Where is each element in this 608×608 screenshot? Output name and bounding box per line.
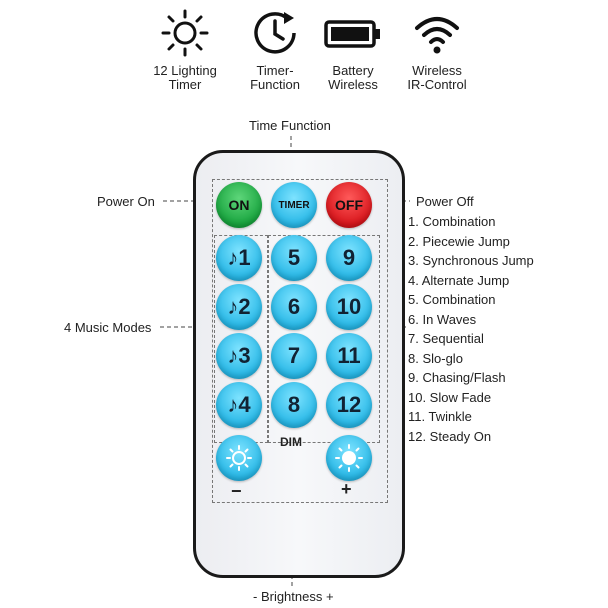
mode-6-button[interactable]: 6 — [271, 284, 317, 330]
mode-10-button[interactable]: 10 — [326, 284, 372, 330]
music-3-button[interactable]: ♪3 — [216, 333, 262, 379]
off-button[interactable]: OFF — [326, 182, 372, 228]
dim-label: DIM — [280, 435, 302, 449]
mode-5-button[interactable]: 5 — [271, 235, 317, 281]
callout-music-modes: 4 Music Modes — [64, 320, 152, 335]
music-2-button[interactable]: ♪2 — [216, 284, 262, 330]
mode-list: 1. Combination 2. Piecewie Jump 3. Synch… — [408, 212, 534, 446]
battery-icon — [324, 20, 380, 48]
feature-wireless: Wireless IR-Control — [382, 8, 492, 92]
feature-timer: Timer- Function — [220, 8, 330, 92]
sun-bright-icon — [335, 444, 363, 472]
clock-icon — [254, 12, 296, 54]
mode-7-button[interactable]: 7 — [271, 333, 317, 379]
mode-item: 11. Twinkle — [408, 409, 472, 424]
wifi-icon — [415, 17, 459, 54]
mode-item: 7. Sequential — [408, 331, 484, 346]
callout-power-off: Power Off — [416, 194, 474, 209]
mode-item: 2. Piecewie Jump — [408, 233, 510, 249]
minus-label: − — [231, 481, 242, 501]
music-1-button[interactable]: ♪1 — [216, 235, 262, 281]
feature-label: Battery Wireless — [328, 63, 378, 92]
mode-11-button[interactable]: 11 — [326, 333, 372, 379]
callout-time-function: Time Function — [249, 118, 331, 133]
on-button[interactable]: ON — [216, 182, 262, 228]
feature-label: 12 Lighting Timer — [153, 63, 217, 92]
mode-item: 4. Alternate Jump — [408, 272, 510, 288]
brightness-down-button[interactable] — [216, 435, 262, 481]
callout-brightness: - Brightness + — [253, 589, 334, 604]
button-panel-outline — [212, 179, 388, 503]
mode-item: 6. In Waves — [408, 311, 477, 327]
feature-battery: Battery Wireless — [298, 8, 408, 92]
mode-12-button[interactable]: 12 — [326, 382, 372, 428]
music-4-button[interactable]: ♪4 — [216, 382, 262, 428]
feature-label: Wireless IR-Control — [407, 63, 467, 92]
brightness-up-button[interactable] — [326, 435, 372, 481]
mode-item: 8. Slo-glo — [408, 350, 463, 366]
timer-button[interactable]: TIMER — [271, 182, 317, 228]
mode-item: 3. Synchronous Jump — [408, 253, 534, 268]
mode-buttons-outline — [268, 235, 380, 443]
mode-item: 10. Slow Fade — [408, 389, 492, 405]
feature-label: Timer- Function — [250, 63, 300, 92]
callout-power-on: Power On — [97, 194, 155, 209]
sun-dim-icon — [226, 445, 252, 471]
feature-lighting: 12 Lighting Timer — [130, 8, 240, 92]
mode-item: 1. Combination — [408, 214, 496, 229]
mode-8-button[interactable]: 8 — [271, 382, 317, 428]
mode-item: 9. Chasing/Flash — [408, 370, 506, 385]
sun-icon — [161, 9, 209, 57]
plus-label: + — [341, 479, 352, 499]
mode-item: 12. Steady On — [408, 428, 492, 444]
remote-control: ON TIMER OFF ♪1 5 9 ♪2 6 10 ♪3 7 11 ♪4 8… — [193, 150, 405, 578]
mode-9-button[interactable]: 9 — [326, 235, 372, 281]
mode-item: 5. Combination — [408, 292, 496, 307]
